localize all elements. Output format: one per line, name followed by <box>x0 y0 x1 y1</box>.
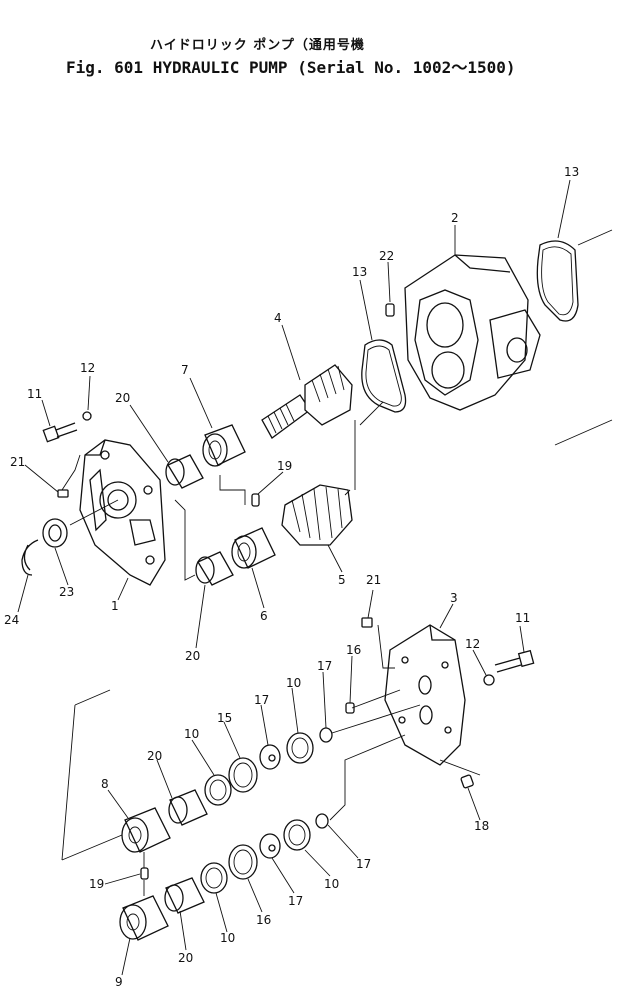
callout-12-left: 12 <box>80 361 95 375</box>
callout-19-upper: 19 <box>277 459 292 473</box>
part-11-bolt-left <box>42 422 78 443</box>
part-16-plate-lower <box>259 833 281 859</box>
part-10-ring-upper-a <box>286 732 314 764</box>
part-20-needle-bearing-lower <box>195 551 234 586</box>
callout-20-upper: 20 <box>115 391 130 405</box>
callout-7: 7 <box>181 363 189 377</box>
part-22-pin <box>385 303 395 317</box>
callout-11-left: 11 <box>27 387 42 401</box>
part-5-driven-gear <box>281 484 353 546</box>
callout-10-d: 10 <box>220 931 235 945</box>
part-19-pin-upper <box>251 493 260 507</box>
callout-6: 6 <box>260 609 268 623</box>
callout-17-upper: 17 <box>317 659 332 673</box>
callout-10-b: 10 <box>184 727 199 741</box>
callout-3: 3 <box>450 591 458 605</box>
part-8-bushing-upper <box>121 807 171 853</box>
callout-20-lower: 20 <box>185 649 200 663</box>
leader-lines <box>17 179 571 976</box>
part-19-pin-lower <box>140 867 149 880</box>
part-15-seal-upper <box>228 757 258 793</box>
part-20-needle-bearing-rear-lower <box>164 877 205 914</box>
part-17-fitting-lower <box>315 813 329 829</box>
callout-14: 16 <box>346 643 361 657</box>
part-9-bushing-lower <box>119 895 169 941</box>
callout-19-lower: 19 <box>89 877 104 891</box>
callout-20-rear-lower: 20 <box>178 951 193 965</box>
callout-20-rear-upper: 20 <box>147 749 162 763</box>
callout-2: 2 <box>451 211 459 225</box>
part-10-ring-upper-b <box>204 774 232 806</box>
part-10-ring-lower-b <box>200 862 228 894</box>
callout-10-c: 10 <box>324 877 339 891</box>
assembly-lines <box>61 229 613 896</box>
figure-title: Fig. 601 HYDRAULIC PUMP (Serial No. 1002… <box>66 58 516 77</box>
part-21-plug-right <box>361 617 373 628</box>
part-3-rear-cover <box>384 624 466 766</box>
callout-8: 8 <box>101 777 109 791</box>
part-23-oil-seal <box>42 518 68 548</box>
part-17-fitting-upper <box>319 727 333 743</box>
callout-10-a: 10 <box>286 676 301 690</box>
callout-17-lower-label: 17 <box>356 857 371 871</box>
part-21-plug-left <box>57 489 69 498</box>
part-4-drive-gear <box>261 364 353 439</box>
callout-11-right: 11 <box>515 611 530 625</box>
callout-1: 1 <box>111 599 119 613</box>
part-18-pin <box>460 774 474 789</box>
callout-24: 24 <box>4 613 19 627</box>
callout-15-lower: 16 <box>256 913 271 927</box>
callout-13-left: 13 <box>352 265 367 279</box>
callout-21-left: 21 <box>10 455 25 469</box>
callout-21-right: 21 <box>366 573 381 587</box>
callout-13-right: 13 <box>564 165 579 179</box>
part-20-needle-bearing-rear-upper <box>168 789 208 826</box>
part-12-washer-right <box>483 674 495 686</box>
callout-16-upper: 17 <box>254 693 269 707</box>
callout-23: 23 <box>59 585 74 599</box>
part-13-seal-ring-right <box>536 240 579 322</box>
part-10-ring-lower-a <box>283 819 311 851</box>
part-2-pump-body <box>404 254 541 411</box>
title-japanese: ハイドロリック ポンプ（通用号機 <box>150 38 365 53</box>
part-20-needle-bearing-upper <box>165 454 204 489</box>
callout-12-right: 12 <box>465 637 480 651</box>
callout-5: 5 <box>338 573 346 587</box>
part-15-seal-lower <box>228 844 258 880</box>
part-7-bushing-upper <box>202 424 246 467</box>
part-1-front-cover <box>79 439 166 586</box>
callout-4: 4 <box>274 311 282 325</box>
callout-15-upper: 15 <box>217 711 232 725</box>
callout-22: 22 <box>379 249 394 263</box>
part-11-bolt-right <box>494 649 535 673</box>
callout-numbers: 2 13 22 13 4 7 20 12 11 21 19 5 6 20 1 2… <box>4 165 579 987</box>
part-12-washer-left <box>82 411 92 421</box>
part-13-seal-ring-left <box>361 339 407 413</box>
part-24-snap-ring <box>21 539 39 576</box>
callout-9: 9 <box>115 975 123 987</box>
part-6-bushing-lower <box>231 527 276 569</box>
callout-16-lower: 17 <box>288 894 303 908</box>
part-16-plate-upper <box>259 744 281 770</box>
callout-18: 18 <box>474 819 489 833</box>
